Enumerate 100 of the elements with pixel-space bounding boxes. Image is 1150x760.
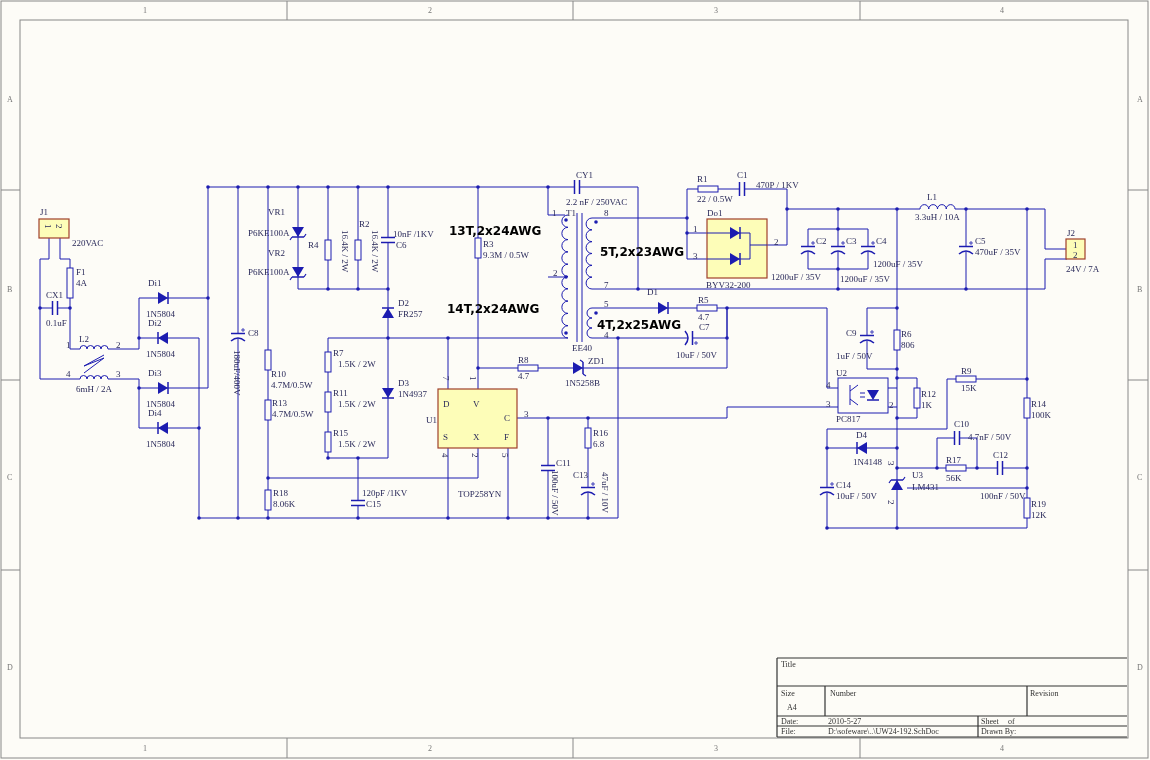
component-value: 100uF / 50V [550,470,560,516]
pin-number: 5 [604,299,609,309]
grid-reference: 3 [714,744,718,754]
component-designator: R16 [593,428,608,438]
title-block-label: Drawn By: [981,727,1017,736]
part-number: 1N4148 [853,457,882,467]
component-value: 4.7nF / 50V [968,432,1012,442]
component-value: 4.7 [518,371,530,381]
component-value: 12K [1031,510,1047,520]
component-designator: Do1 [707,208,723,218]
pin-label: F [504,432,509,442]
component-value: 0.1uF [46,318,67,328]
component-designator: R13 [272,398,287,408]
title-block-value: 2010-5-27 [828,717,862,726]
grid-reference: 1 [143,744,147,754]
pin-number: 4 [604,330,609,340]
pin-label: C [504,413,510,423]
title-block-label: Date: [781,717,799,726]
component-designator: C13 [573,470,588,480]
title-block-label: File: [781,727,796,736]
component-designator: U2 [836,368,847,378]
pin-number: 3 [886,461,896,466]
component-value: 120pF /1KV [362,488,408,498]
pin-number: 2 [774,237,779,247]
component-designator: J2 [1067,228,1075,238]
pin-number: 4 [440,453,450,458]
component-value: 470uF / 35V [975,247,1021,257]
component-value: 24V / 7A [1066,264,1100,274]
component-designator: R18 [273,488,288,498]
component-value: 4.7 [698,312,710,322]
component-value: 220VAC [72,238,104,248]
title-block-label: Sheet [981,717,999,726]
component-designator: ZD1 [588,356,605,366]
grid-reference: 1 [143,6,147,16]
component-value: 1.5K / 2W [338,439,376,449]
component-value: 10uF / 50V [836,491,877,501]
component-value: 4.7M/0.5W [272,409,314,419]
grid-reference: A [1137,95,1143,105]
component-designator: R2 [359,219,370,229]
pin-number: 7 [604,280,609,290]
component-designator: C5 [975,236,986,246]
grid-reference: 4 [1000,744,1004,754]
grid-reference: C [1137,473,1143,483]
component-value: 470P / 1KV [756,180,799,190]
part-number: 1N5804 [146,309,175,319]
part-number: 1N5804 [146,349,175,359]
grid-reference: D [1137,663,1143,673]
pin-label: X [473,432,480,442]
component-designator: R15 [333,428,348,438]
component-designator: J1 [40,207,48,217]
part-number: BYV32-200 [706,280,751,290]
pin-label: S [443,432,448,442]
component-designator: VR2 [268,248,285,258]
component-designator: R1 [697,174,708,184]
component-value: 2.2 nF / 250VAC [566,197,628,207]
component-designator: R12 [921,389,936,399]
component-designator: C8 [248,328,259,338]
part-number: LM431 [912,482,939,492]
grid-reference: D [7,663,13,673]
component-designator: C9 [846,328,857,338]
component-value: 100K [1031,410,1051,420]
part-number: 1N5804 [146,399,175,409]
grid-reference: 2 [428,6,432,16]
component-designator: C1 [737,170,748,180]
title-block-label: Revision [1030,689,1059,698]
component-value: 1K [921,400,932,410]
part-number: FR257 [398,309,423,319]
component-designator: R8 [518,355,529,365]
pin-number: 1 [43,224,53,229]
component-value: 3.3uH / 10A [915,212,960,222]
pin-number: 2 [1073,250,1078,260]
component-designator: C10 [954,419,969,429]
component-designator: U3 [912,470,923,480]
component-value: 56K [946,473,962,483]
component-designator: Di3 [148,368,162,378]
component-designator: CY1 [576,170,593,180]
part-number: PC817 [836,414,861,424]
component-designator: C4 [876,236,887,246]
pin-label: V [473,399,480,409]
title-block-label: Number [830,689,857,698]
grid-reference: B [1137,285,1143,295]
pin-number: 1 [1073,240,1078,250]
component-designator: R17 [946,455,961,465]
component-value: 10uF / 50V [676,350,717,360]
component-designator: T1 [566,208,576,218]
grid-reference: 3 [714,6,718,16]
component-designator: U1 [426,415,437,425]
component-designator: R9 [961,366,972,376]
component-designator: F1 [76,267,86,277]
component-designator: CX1 [46,290,63,300]
pin-number: 1 [468,376,478,381]
title-block-value: D:\sofeware\..\UW24-192.SchDoc [828,727,939,736]
component-value: 6.8 [593,439,605,449]
grid-reference: 4 [1000,6,1004,16]
component-designator: R7 [333,348,344,358]
component-value: 1.5K / 2W [338,359,376,369]
pin-number: 1 [66,340,71,350]
part-number: 1N5258B [565,378,600,388]
component-value: 1200uF / 35V [840,274,890,284]
component-value: 4.7M/0.5W [271,380,313,390]
